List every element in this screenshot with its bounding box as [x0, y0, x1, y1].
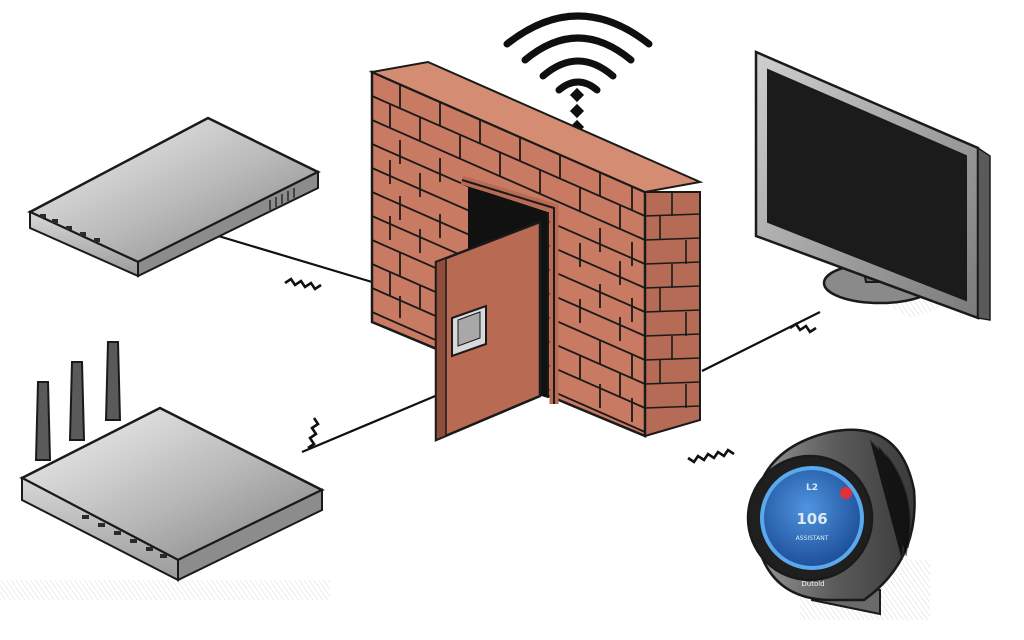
link-router-zigzag — [307, 417, 320, 450]
router-status-lights — [82, 515, 167, 558]
router-antennas — [34, 341, 122, 461]
link-nas-to-firewall — [204, 230, 373, 284]
nas-front-ports — [40, 214, 100, 242]
nas-vents — [269, 188, 295, 210]
wifi-signal-icon — [503, 12, 653, 94]
smart-thermostat: L2 106 ASSISTANT Dutold — [746, 428, 930, 620]
link-nas-zigzag — [284, 277, 322, 291]
wireless-router-device — [0, 341, 330, 600]
monitor-screen — [767, 68, 967, 302]
link-tv-zigzag — [789, 322, 817, 334]
network-links — [204, 230, 821, 464]
firewall-door — [434, 220, 542, 442]
network-storage-device — [27, 116, 321, 278]
thermostat-top-label: L2 — [806, 483, 818, 493]
smart-tv-monitor — [754, 50, 991, 321]
link-thermostat-zigzag — [687, 448, 735, 464]
link-tv-to-firewall — [701, 311, 821, 372]
link-router-to-door — [301, 392, 441, 454]
thermostat-reading: 106 — [796, 510, 827, 528]
thermostat-sub-label: ASSISTANT — [796, 535, 829, 542]
thermostat-brand: Dutold — [801, 580, 824, 588]
lock-icon — [451, 304, 487, 358]
